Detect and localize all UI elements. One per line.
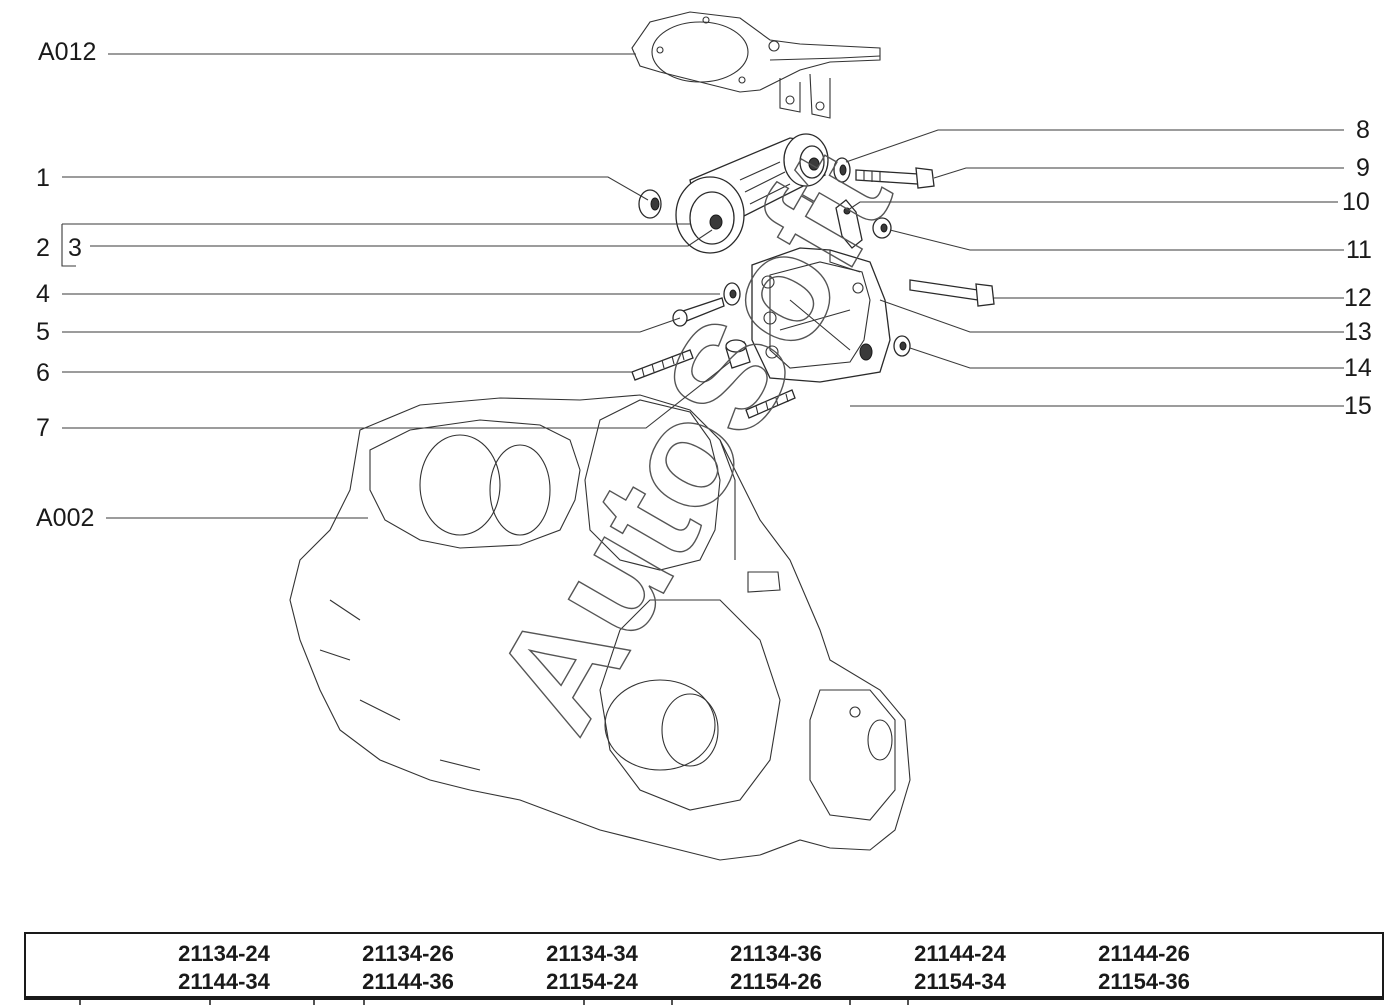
stud-part-15 xyxy=(745,389,796,419)
model-cell: 21134-34 xyxy=(546,941,638,966)
washer-part-14 xyxy=(893,335,911,357)
washer-part-8 xyxy=(833,157,851,183)
tab-plate-part-10 xyxy=(835,199,863,249)
nut-part-11 xyxy=(872,217,892,239)
model-cell: 21154-36 xyxy=(1098,969,1190,994)
model-cell: 21144-34 xyxy=(178,969,270,994)
leader-lines xyxy=(61,53,1344,519)
model-cell: 21134-36 xyxy=(730,941,822,966)
gearbox-bracket xyxy=(751,247,891,383)
torque-rod xyxy=(675,133,829,254)
callout-10: 10 xyxy=(1342,188,1370,216)
model-cell: 21144-24 xyxy=(914,941,1006,966)
model-cell: 21144-26 xyxy=(1098,941,1190,966)
bolt-part-9 xyxy=(855,167,935,189)
callout-A012: A012 xyxy=(38,38,96,66)
table-bottom-edge xyxy=(24,998,1384,1005)
callout-5: 5 xyxy=(36,318,50,346)
washer-part-4 xyxy=(723,282,741,306)
model-row-1: 21134-24 21134-26 21134-34 21134-36 2114… xyxy=(26,940,1382,968)
callout-9: 9 xyxy=(1356,154,1370,182)
callout-8: 8 xyxy=(1356,116,1370,144)
callout-11: 11 xyxy=(1346,236,1372,264)
callout-12: 12 xyxy=(1344,284,1372,312)
spacer-part-7 xyxy=(725,339,751,369)
model-cell: 21154-24 xyxy=(546,969,638,994)
body-mount-plate xyxy=(631,11,881,119)
callout-14: 14 xyxy=(1344,354,1372,382)
model-cell: 21144-36 xyxy=(362,969,454,994)
callout-3: 3 xyxy=(68,234,82,262)
bushing-part-1 xyxy=(638,189,662,219)
callout-15: 15 xyxy=(1344,392,1372,420)
model-cell: 21154-26 xyxy=(730,969,822,994)
model-cell: 21154-34 xyxy=(914,969,1006,994)
model-row-2: 21144-34 21144-36 21154-24 21154-26 2115… xyxy=(26,968,1382,996)
callout-4: 4 xyxy=(36,280,50,308)
callout-A002: A002 xyxy=(36,504,94,532)
model-cell: 21134-26 xyxy=(362,941,454,966)
model-cell: 21134-24 xyxy=(178,941,270,966)
callout-6: 6 xyxy=(36,359,50,387)
stud-part-6 xyxy=(631,349,694,381)
model-applicability-table: 21134-24 21134-26 21134-34 21134-36 2114… xyxy=(24,932,1384,998)
callout-13: 13 xyxy=(1344,318,1372,346)
gearbox-housing xyxy=(289,394,911,861)
callout-7: 7 xyxy=(36,414,50,442)
bolt-part-12 xyxy=(909,279,995,307)
callout-2: 2 xyxy=(36,234,50,262)
callout-1: 1 xyxy=(36,164,50,192)
